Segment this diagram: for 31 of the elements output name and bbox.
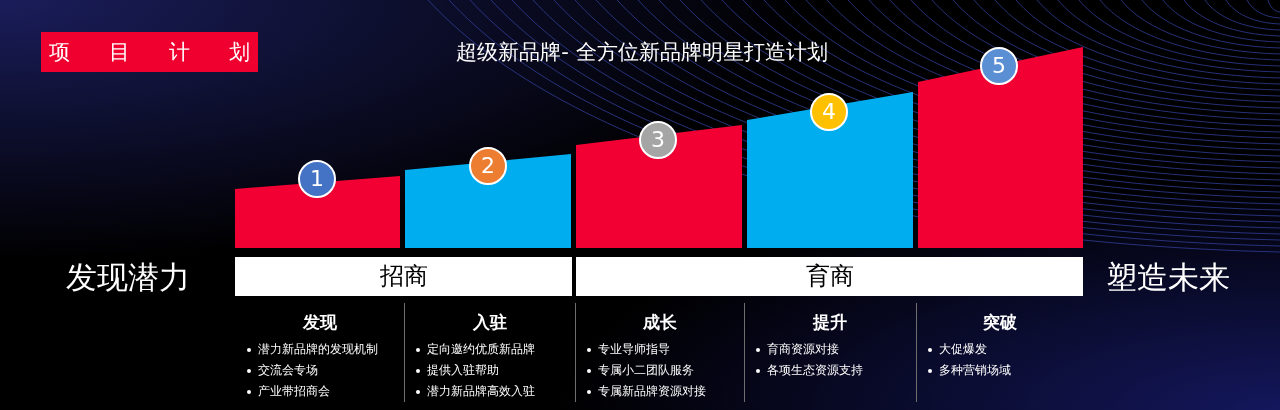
bullet-point: 大促爆发 bbox=[939, 341, 987, 358]
phase-band: 育商 bbox=[576, 257, 1083, 296]
step-bar bbox=[405, 154, 571, 248]
bullet-point: 定向邀约优质新品牌 bbox=[427, 341, 535, 358]
bullet-point: 产业带招商会 bbox=[258, 383, 330, 400]
column-heading: 发现 bbox=[302, 311, 337, 334]
slide-title: 超级新品牌- 全方位新品牌明星打造计划 bbox=[456, 39, 828, 66]
step-number: 1 bbox=[298, 160, 336, 198]
step-bar bbox=[576, 125, 742, 248]
step-number: 2 bbox=[469, 147, 507, 185]
bullet-point: 专属新品牌资源对接 bbox=[598, 383, 706, 400]
column-heading: 突破 bbox=[982, 311, 1017, 334]
column-heading: 提升 bbox=[813, 311, 847, 334]
bullet-point: 潜力新品牌的发现机制 bbox=[258, 341, 378, 358]
column-heading: 入驻 bbox=[472, 311, 507, 334]
column-heading: 成长 bbox=[642, 311, 677, 334]
section-badge: 项 目 计 划 bbox=[41, 32, 258, 72]
bullet-point: 育商资源对接 bbox=[767, 341, 839, 358]
bullet-point: 各项生态资源支持 bbox=[767, 362, 863, 379]
bullet-point: 交流会专场 bbox=[258, 362, 318, 379]
bullet-point: 多种营销场域 bbox=[939, 362, 1011, 379]
step-bar bbox=[918, 47, 1083, 248]
bullet-point: 专业导师指导 bbox=[598, 341, 670, 358]
bullet-point: 专属小二团队服务 bbox=[598, 362, 694, 379]
side-label: 塑造未来 bbox=[1106, 258, 1230, 297]
bullet-point: 潜力新品牌高效入驻 bbox=[427, 383, 535, 400]
step-bar bbox=[747, 92, 913, 248]
bullet-point: 提供入驻帮助 bbox=[427, 362, 499, 379]
step-number: 3 bbox=[639, 121, 677, 159]
side-label: 发现潜力 bbox=[66, 258, 190, 297]
phase-band: 招商 bbox=[235, 257, 572, 296]
